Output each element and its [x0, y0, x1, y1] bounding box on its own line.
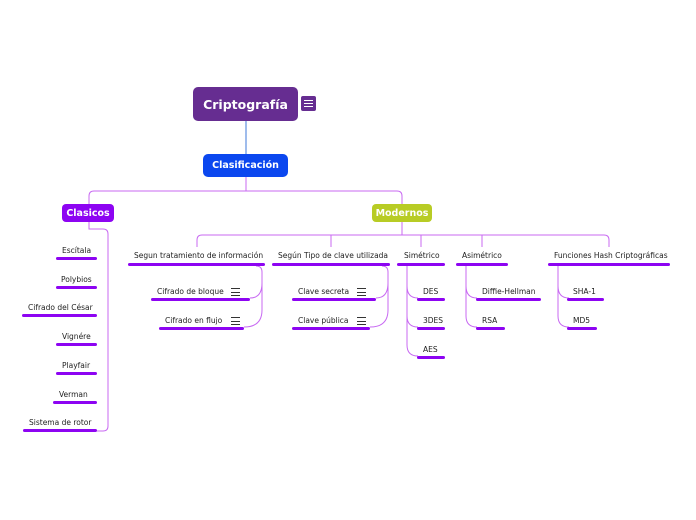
node-asimetrico-label: Asimétrico: [462, 251, 502, 260]
node-underline: [56, 257, 97, 260]
clasicos-item-label: Vignére: [62, 332, 91, 341]
node-underline: [417, 356, 445, 359]
root-node-criptografia[interactable]: Criptografía: [193, 87, 298, 121]
hash-item-label: SHA-1: [573, 287, 596, 296]
node-underline: [417, 327, 445, 330]
clasicos-item-label: Cifrado del César: [28, 303, 93, 312]
connector-clasificacion-modernos: [246, 190, 403, 204]
tratamiento-item-label: Cifrado en flujo: [165, 316, 223, 325]
connector-asimetrico-children: [465, 266, 478, 328]
simetrico-item-label: AES: [423, 345, 438, 354]
connector-clasificacion-clasicos: [88, 177, 247, 204]
note-icon[interactable]: [357, 317, 366, 325]
root-node-label: Criptografía: [203, 96, 288, 112]
connector-modernos-branches: [196, 222, 610, 247]
node-underline: [456, 263, 508, 266]
connector-simetrico-children: [406, 266, 419, 357]
asimetrico-item-label: RSA: [482, 316, 498, 325]
node-underline: [548, 263, 670, 266]
clasicos-item-label: Escítala: [62, 246, 92, 255]
node-underline: [567, 327, 597, 330]
node-tratamiento-label: Segun tratamiento de información: [134, 251, 264, 260]
connector-hash-children: [557, 266, 570, 328]
clasicos-item-label: Sistema de rotor: [29, 418, 92, 427]
node-underline: [151, 298, 250, 301]
node-tipo-clave-label: Según Tipo de clave utilizada: [278, 251, 389, 260]
node-underline: [567, 298, 604, 301]
node-clasificacion[interactable]: Clasificación: [203, 154, 288, 177]
node-underline: [397, 263, 445, 266]
menu-icon[interactable]: [301, 96, 316, 111]
node-clasificacion-label: Clasificación: [212, 160, 279, 171]
node-underline: [56, 372, 97, 375]
node-clasicos[interactable]: Clasicos: [62, 204, 114, 222]
node-underline: [56, 286, 97, 289]
simetrico-item-label: DES: [423, 287, 439, 296]
node-underline: [476, 298, 541, 301]
node-underline: [56, 343, 97, 346]
hash-item-label: MD5: [573, 316, 591, 325]
connector-clasicos-spine: [88, 222, 109, 432]
node-hash-label: Funciones Hash Criptográficas: [554, 251, 668, 260]
node-simetrico-label: Simétrico: [404, 251, 440, 260]
node-modernos[interactable]: Modernos: [372, 204, 432, 222]
tipo-clave-item-label: Clave secreta: [298, 287, 350, 296]
node-modernos-label: Modernos: [375, 207, 429, 219]
tratamiento-item-label: Cifrado de bloque: [157, 287, 224, 296]
node-underline: [292, 298, 376, 301]
note-icon[interactable]: [231, 288, 240, 296]
clasicos-item-label: Playfair: [62, 361, 91, 370]
node-clasicos-label: Clasicos: [66, 207, 110, 219]
node-underline: [417, 298, 445, 301]
node-underline: [272, 263, 390, 266]
asimetrico-item-label: Diffie-Hellman: [482, 287, 536, 296]
note-icon[interactable]: [357, 288, 366, 296]
node-underline: [159, 327, 244, 330]
note-icon[interactable]: [231, 317, 240, 325]
node-underline: [23, 429, 97, 432]
node-underline: [22, 314, 97, 317]
node-underline: [53, 401, 97, 404]
clasicos-item-label: Verman: [59, 390, 88, 399]
connector-tipo-clave-children: [369, 265, 389, 328]
node-underline: [292, 327, 370, 330]
node-underline: [476, 327, 505, 330]
connector-tratamiento-children: [243, 265, 263, 328]
simetrico-item-label: 3DES: [423, 316, 444, 325]
clasicos-item-label: Polybios: [61, 275, 92, 284]
node-underline: [128, 263, 265, 266]
tipo-clave-item-label: Clave pública: [298, 316, 349, 325]
